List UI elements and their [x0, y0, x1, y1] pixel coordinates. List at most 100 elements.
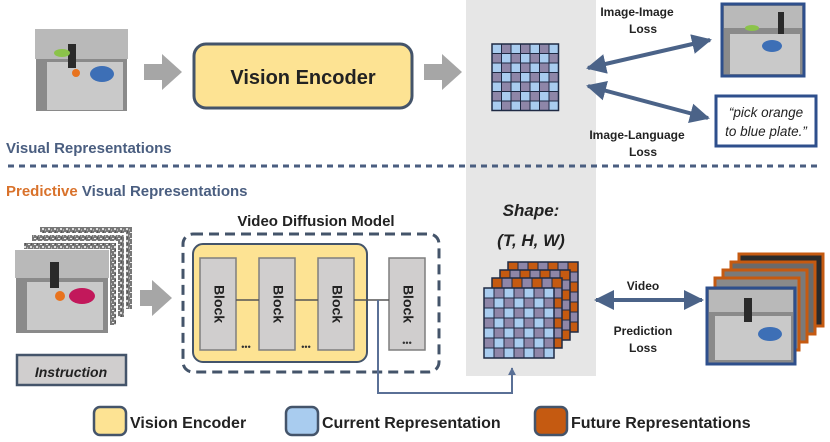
vision-encoder-label: Vision Encoder	[230, 67, 375, 89]
grid-cell	[510, 43, 521, 54]
grid-cell	[539, 91, 550, 102]
grid-cell	[533, 307, 545, 319]
grid-cell	[520, 43, 531, 54]
grid-cell	[533, 317, 545, 329]
legend-swatch-current-representation	[284, 405, 320, 437]
shape-dims: (T, H, W)	[497, 231, 565, 250]
instruction-label-box	[15, 353, 128, 387]
grid-cell	[493, 287, 505, 299]
grid-cell	[503, 317, 515, 329]
grid-cell	[493, 297, 505, 309]
image-image-loss-arrow	[586, 34, 712, 74]
instruction-quote-line-1: “pick orange	[729, 105, 803, 120]
block-label-3: Block	[329, 285, 345, 323]
grid-cell	[533, 287, 545, 299]
grid-cell	[548, 72, 559, 83]
grid-cell	[520, 100, 531, 111]
grid-cell	[501, 81, 512, 92]
grid-cell	[541, 277, 553, 289]
target-robot-image	[720, 2, 806, 78]
grid-cell	[491, 81, 502, 92]
grid-cell	[510, 91, 521, 102]
predictive-visual-representations-label: Predictive Visual Representations	[6, 183, 248, 200]
diffusion-block-3: Block	[317, 257, 355, 351]
image-language-loss-label-2: Loss	[629, 145, 657, 159]
visual-representations-word: Visual Representations	[78, 183, 248, 200]
grid-cell	[529, 53, 540, 64]
grid-cell	[543, 347, 555, 359]
grid-cell	[503, 287, 515, 299]
grid-cell	[533, 347, 545, 359]
grid-cell	[491, 62, 502, 73]
grid-cell	[503, 347, 515, 359]
grid-cell	[529, 72, 540, 83]
grid-cell	[539, 62, 550, 73]
grid-cell	[533, 297, 545, 309]
grid-cell	[523, 287, 535, 299]
legend-label-current-representation: Current Representation	[322, 415, 501, 432]
grid-cell	[543, 307, 555, 319]
grid-cell	[493, 317, 505, 329]
current-representation-grid	[491, 43, 560, 112]
image-language-loss-arrow	[586, 80, 710, 124]
grid-cell	[520, 53, 531, 64]
grid-cell	[521, 277, 533, 289]
feature-extraction-path	[377, 300, 516, 394]
grid-cell	[529, 81, 540, 92]
grid-cell	[539, 53, 550, 64]
grid-cell	[510, 53, 521, 64]
grid-cell	[520, 91, 531, 102]
grid-cell	[513, 297, 525, 309]
legend-label-future-representations: Future Representations	[571, 415, 751, 432]
block-label-1: Block	[211, 285, 227, 323]
grid-cell	[501, 53, 512, 64]
grid-cell	[491, 277, 503, 289]
grid-cell	[493, 347, 505, 359]
grid-cell	[523, 297, 535, 309]
grid-cell	[491, 43, 502, 54]
future-video-frames	[705, 252, 825, 366]
ellipsis-3: •••	[402, 338, 411, 348]
grid-cell	[493, 327, 505, 339]
grid-cell	[501, 72, 512, 83]
legend-swatch-vision-encoder	[92, 405, 128, 437]
visual-representations-label: Visual Representations	[6, 140, 172, 157]
grid-cell	[513, 307, 525, 319]
grid-cell	[503, 337, 515, 349]
grid-cell	[483, 347, 495, 359]
instruction-label: Instruction	[35, 364, 107, 380]
video-prediction-loss-label-1: Video	[627, 279, 659, 293]
grid-cell	[548, 62, 559, 73]
diffusion-block-2: Block	[258, 257, 296, 351]
grid-cell	[503, 327, 515, 339]
grid-cell	[513, 287, 525, 299]
grid-frame	[483, 287, 555, 359]
grid-cell	[543, 297, 555, 309]
grid-cell	[548, 91, 559, 102]
grid-cell	[539, 81, 550, 92]
grid-cell	[483, 307, 495, 319]
image-image-loss-label-1: Image-Image	[600, 5, 674, 19]
grid-cell	[520, 81, 531, 92]
grid-cell	[510, 62, 521, 73]
image-image-loss-label-2: Loss	[629, 22, 657, 36]
grid-cell	[513, 327, 525, 339]
grid-cell	[543, 317, 555, 329]
grid-frame	[491, 43, 560, 112]
top-grid	[491, 43, 560, 112]
grid-cell	[483, 297, 495, 309]
grid-cell	[551, 277, 563, 289]
ellipsis-1: •••	[241, 342, 250, 352]
grid-cell	[523, 347, 535, 359]
grid-cell	[523, 307, 535, 319]
input-robot-image	[34, 28, 129, 113]
arrow-to-representation	[424, 54, 462, 90]
grid-cell	[523, 327, 535, 339]
grid-cell	[510, 81, 521, 92]
instruction-text-box	[714, 94, 818, 148]
grid-cell	[548, 43, 559, 54]
grid-cell	[491, 53, 502, 64]
grid-cell	[510, 100, 521, 111]
grid-cell	[533, 327, 545, 339]
shape-title: Shape:	[503, 201, 560, 220]
